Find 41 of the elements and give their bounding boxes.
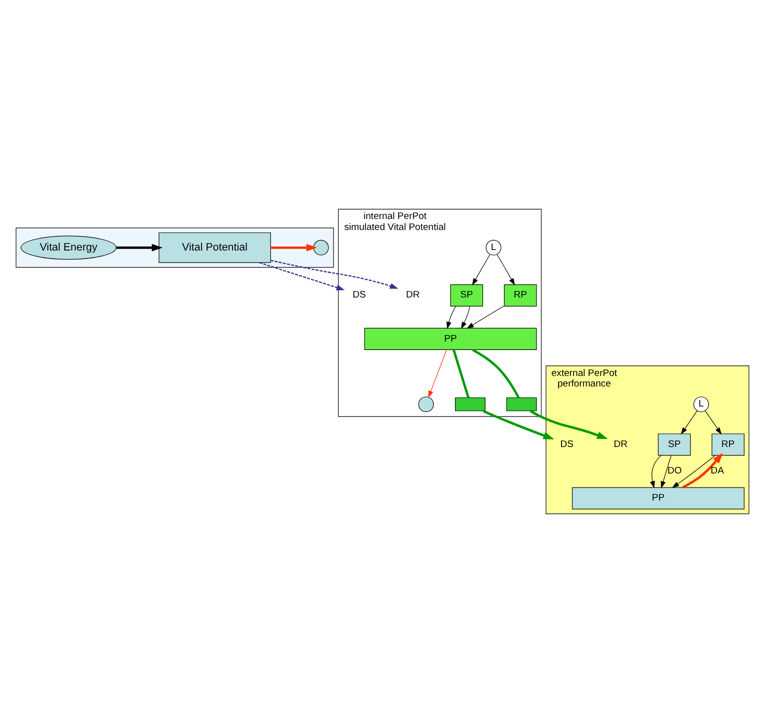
node-circle: L [693,396,709,412]
arrow [116,243,163,251]
arrow [446,305,456,329]
node-ellipse: Vital Energy [20,235,116,260]
node-text: DS [352,289,366,300]
connector [452,349,470,398]
node-circle: L [486,239,502,255]
arrow [270,243,318,251]
arrow [482,409,554,439]
node-text: DR [614,438,628,450]
arrow [466,305,504,328]
arrow [680,410,698,434]
arrow [650,454,662,488]
edge-label: DO [667,465,682,476]
arrow [682,452,723,488]
node-circle [313,239,329,255]
connector [472,348,520,398]
arrow [704,410,722,434]
node-box: PP [572,486,744,509]
node-box [455,396,486,411]
node-box: SP [450,284,484,306]
node-box: RP [712,433,744,456]
node-text: DR [406,289,420,300]
node-circle [418,396,434,412]
node-box [506,396,537,411]
arrow [496,254,515,285]
node-box: Vital Potential [158,232,271,262]
arrow [530,409,608,439]
arrow [460,305,470,328]
arrow [660,454,672,488]
arrow [270,259,398,288]
arrow [428,349,447,398]
arrow [259,262,345,290]
node-box: SP [658,433,691,456]
arrow [672,454,716,488]
edge-label: DA [710,465,724,476]
arrow [472,254,490,285]
node-box: PP [364,327,537,350]
cluster [16,227,334,268]
node-box: RP [504,284,537,306]
node-text: DS [560,438,574,450]
